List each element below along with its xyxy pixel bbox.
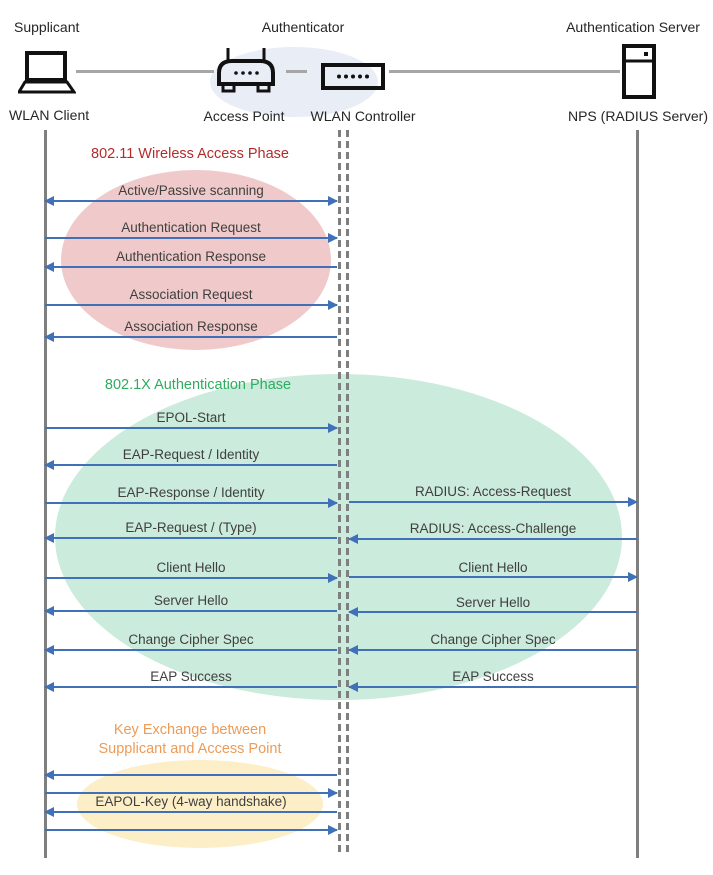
phase3-title-line1: Key Exchange between <box>113 722 267 738</box>
message-arrow <box>44 645 337 655</box>
arrowhead-left <box>348 682 358 692</box>
arrowhead-left <box>44 807 54 817</box>
message-arrow <box>44 807 337 817</box>
arrowhead-right <box>328 825 338 835</box>
message-label: EAPOL-Key (4-way handshake) <box>95 794 287 809</box>
message-arrow <box>44 460 337 470</box>
message-arrow <box>349 497 638 507</box>
lifeline-nps-server <box>636 130 639 858</box>
message-arrow <box>45 423 338 433</box>
arrowhead-left <box>44 332 54 342</box>
message-arrow <box>45 788 338 798</box>
message-arrow <box>44 196 338 206</box>
arrowhead-left <box>44 682 54 692</box>
arrowhead-right <box>328 498 338 508</box>
message-arrow <box>348 682 637 692</box>
connector-ap-controller <box>286 70 307 73</box>
arrowhead-left <box>44 645 54 655</box>
arrowhead-right <box>328 233 338 243</box>
message-label: Change Cipher Spec <box>430 632 556 647</box>
message-arrow <box>44 770 337 780</box>
lifeline-wlan-controller-a <box>338 130 341 852</box>
phase1-title: 802.11 Wireless Access Phase <box>91 146 289 162</box>
message-label: Client Hello <box>458 560 528 575</box>
message-label: Server Hello <box>153 593 229 608</box>
message-arrow <box>44 606 337 616</box>
arrowhead-right <box>328 196 338 206</box>
message-arrow <box>45 300 338 310</box>
message-label: Client Hello <box>156 560 226 575</box>
arrowhead-right <box>628 572 638 582</box>
arrowhead-right <box>328 423 338 433</box>
message-label: RADIUS: Access-Challenge <box>409 521 577 536</box>
message-label: EAP-Response / Identity <box>117 485 265 500</box>
message-label: Authentication Request <box>121 220 261 235</box>
message-arrow <box>45 233 338 243</box>
arrowhead-right <box>328 573 338 583</box>
arrowhead-left <box>44 770 54 780</box>
connector-controller-server <box>389 70 620 73</box>
arrowhead-left <box>348 645 358 655</box>
arrowhead-left <box>44 460 54 470</box>
message-arrow <box>45 573 338 583</box>
arrowhead-left <box>44 606 54 616</box>
message-label: Active/Passive scanning <box>118 183 264 198</box>
message-arrow <box>348 645 637 655</box>
message-label: Server Hello <box>455 595 531 610</box>
arrowhead-right <box>328 788 338 798</box>
phase2-title: 802.1X Authentication Phase <box>104 377 292 393</box>
message-label: Authentication Response <box>115 249 267 264</box>
server-icon <box>622 44 656 99</box>
lifeline-wlan-controller-b <box>346 130 349 852</box>
message-label: Change Cipher Spec <box>128 632 254 647</box>
entity-label-wlan-controller: WLAN Controller <box>310 108 416 124</box>
message-arrow <box>44 533 337 543</box>
arrowhead-left <box>348 607 358 617</box>
role-label-supplicant: Supplicant <box>14 19 80 35</box>
message-label: EAP Success <box>150 669 232 684</box>
message-label: EAP-Request / (Type) <box>125 520 257 535</box>
arrowhead-right <box>628 497 638 507</box>
role-label-authentication-server: Authentication Server <box>566 19 700 35</box>
message-arrow <box>348 534 637 544</box>
message-arrow <box>349 572 638 582</box>
wlan-controller-icon <box>321 63 385 90</box>
message-arrow <box>348 607 637 617</box>
phase3-title-line2: Supplicant and Access Point <box>98 741 282 757</box>
laptop-icon <box>18 51 76 94</box>
arrowhead-left <box>348 534 358 544</box>
message-label: EAP Success <box>452 669 534 684</box>
message-arrow <box>44 682 337 692</box>
arrowhead-left <box>44 262 54 272</box>
entity-label-wlan-client: WLAN Client <box>9 107 90 123</box>
arrowhead-left <box>44 196 54 206</box>
lifeline-wlan-client <box>44 130 47 858</box>
message-arrow <box>45 498 338 508</box>
message-label: Association Request <box>129 287 253 302</box>
message-arrow <box>44 262 337 272</box>
entity-label-nps-radius-server: NPS (RADIUS Server) <box>567 108 709 124</box>
arrowhead-left <box>44 533 54 543</box>
message-label: EPOL-Start <box>156 410 226 425</box>
role-label-authenticator: Authenticator <box>261 19 345 35</box>
message-label: RADIUS: Access-Request <box>414 484 572 499</box>
access-point-icon <box>217 48 275 93</box>
arrowhead-right <box>328 300 338 310</box>
entity-label-access-point: Access Point <box>203 108 285 124</box>
connector-client-ap <box>76 70 214 73</box>
message-arrow <box>45 825 338 835</box>
message-label: EAP-Request / Identity <box>122 447 260 462</box>
message-arrow <box>44 332 337 342</box>
message-label: Association Response <box>124 319 258 334</box>
